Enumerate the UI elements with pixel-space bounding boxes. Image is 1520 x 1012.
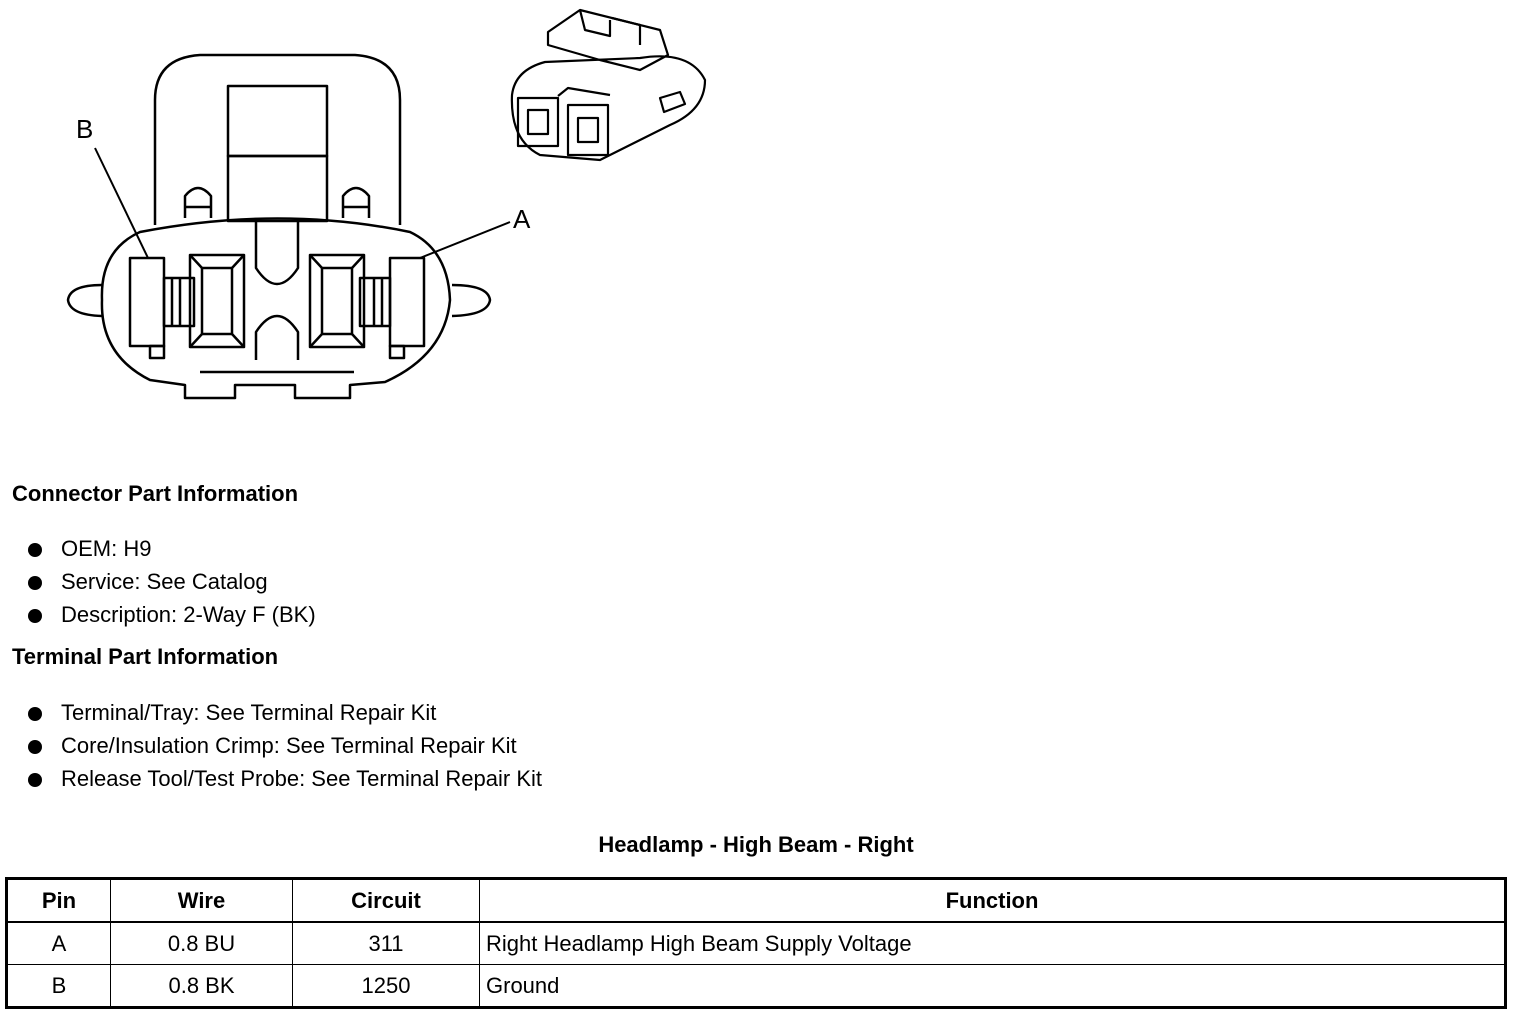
bullet-icon — [28, 740, 42, 754]
cell-wire: 0.8 BU — [110, 921, 293, 965]
connector-diagram: B A — [66, 8, 707, 400]
terminal-info-list: Terminal/Tray: See Terminal Repair Kit C… — [28, 698, 542, 797]
leader-line-a — [419, 221, 511, 259]
pin-label-a: A — [513, 204, 531, 234]
table-header-row: Pin Wire Circuit Function — [6, 878, 1506, 923]
list-item: Release Tool/Test Probe: See Terminal Re… — [28, 764, 542, 797]
list-item: Core/Insulation Crimp: See Terminal Repa… — [28, 731, 542, 764]
bullet-icon — [28, 576, 42, 590]
cell-pin: B — [6, 964, 111, 1008]
table-title: Headlamp - High Beam - Right — [598, 832, 914, 857]
table-row: B 0.8 BK 1250 Ground — [6, 964, 1506, 1008]
cell-function: Ground — [479, 964, 1506, 1008]
connector-face-view — [66, 53, 492, 400]
cell-function: Right Headlamp High Beam Supply Voltage — [479, 921, 1506, 965]
list-item: Terminal/Tray: See Terminal Repair Kit — [28, 698, 542, 731]
bullet-icon — [28, 707, 42, 721]
list-item: OEM: H9 — [28, 534, 316, 567]
connector-info-list: OEM: H9 Service: See Catalog Description… — [28, 534, 316, 633]
connector-info-heading: Connector Part Information — [12, 481, 299, 506]
column-header-circuit: Circuit — [292, 878, 480, 923]
leader-line-b — [94, 147, 149, 259]
column-header-pin: Pin — [6, 878, 111, 923]
table-row: A 0.8 BU 311 Right Headlamp High Beam Su… — [6, 921, 1506, 965]
connector-iso-view — [510, 8, 707, 162]
cell-circuit: 311 — [292, 921, 480, 965]
list-item: Service: See Catalog — [28, 567, 316, 600]
terminal-info-heading: Terminal Part Information — [12, 644, 279, 669]
bullet-icon — [28, 773, 42, 787]
column-header-function: Function — [479, 878, 1506, 923]
cell-pin: A — [6, 921, 111, 965]
pin-label-b: B — [76, 114, 93, 144]
cell-wire: 0.8 BK — [110, 964, 293, 1008]
list-item: Description: 2-Way F (BK) — [28, 600, 316, 633]
column-header-wire: Wire — [110, 878, 293, 923]
cell-circuit: 1250 — [292, 964, 480, 1008]
pin-table: Pin Wire Circuit Function A 0.8 BU 311 R… — [5, 877, 1507, 1009]
bullet-icon — [28, 543, 42, 557]
bullet-icon — [28, 609, 42, 623]
